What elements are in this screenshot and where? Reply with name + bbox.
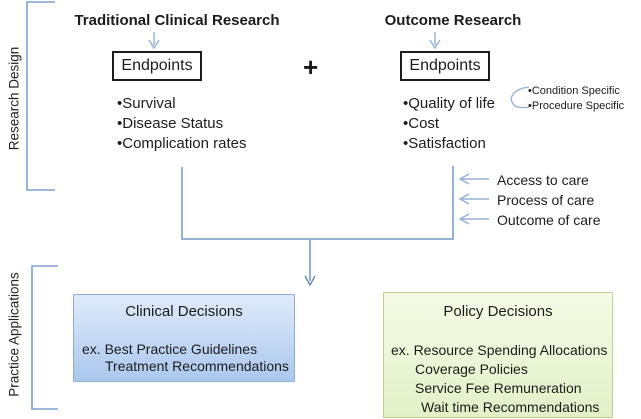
clinical-decisions-title: Clinical Decisions xyxy=(125,303,243,320)
procedure-specific-sub-bullet: •Procedure Specific xyxy=(528,100,625,112)
traditional-bullet-list: •Survival •Disease Status •Complication … xyxy=(117,94,246,154)
condition-specific-sub-bullet: •Condition Specific xyxy=(528,85,620,97)
outcome-of-care-label: Outcome of care xyxy=(497,212,601,228)
endpoints-label-traditional: Endpoints xyxy=(121,57,193,74)
collector-line xyxy=(181,166,454,240)
down-arrow-outcome-icon xyxy=(429,32,441,50)
list-item: •Cost xyxy=(403,115,440,132)
down-arrow-traditional-icon xyxy=(148,32,160,50)
endpoints-box-outcome: Endpoints xyxy=(400,51,490,81)
down-arrow-center-icon xyxy=(304,240,316,287)
list-item: •Disease Status xyxy=(117,115,224,132)
list-item: •Survival xyxy=(117,95,176,112)
endpoints-box-traditional: Endpoints xyxy=(112,51,202,81)
clinical-decisions-line: Treatment Recommendations xyxy=(105,358,289,374)
research-design-label: Research Design xyxy=(6,46,22,151)
practice-applications-label: Practice Applications xyxy=(6,272,22,397)
research-design-bracket xyxy=(26,1,55,191)
outcome-research-title: Outcome Research xyxy=(384,12,522,29)
outcome-bullet-list: •Quality of life •Cost •Satisfaction xyxy=(403,94,495,154)
list-item: •Satisfaction xyxy=(403,135,486,152)
list-item: •Quality of life xyxy=(403,95,495,112)
policy-decisions-title: Policy Decisions xyxy=(443,303,553,320)
access-to-care-label: Access to care xyxy=(497,172,589,188)
left-arrow-outcome-icon xyxy=(458,213,489,225)
clinical-decisions-box: Clinical Decisions ex. Best Practice Gui… xyxy=(73,294,295,382)
clinical-decisions-line: ex. Best Practice Guidelines xyxy=(82,341,258,357)
practice-applications-bracket xyxy=(31,265,58,410)
process-of-care-label: Process of care xyxy=(497,192,595,208)
plus-sign: + xyxy=(303,52,319,82)
policy-decisions-line: ex. Resource Spending Allocations xyxy=(391,342,608,358)
policy-decisions-line: Wait time Recommendations xyxy=(421,399,600,415)
policy-decisions-line: Coverage Policies xyxy=(415,361,528,377)
quality-of-life-brace-icon xyxy=(510,86,530,109)
policy-decisions-line: Service Fee Remuneration xyxy=(415,380,582,396)
list-item: •Complication rates xyxy=(117,135,247,152)
left-arrow-process-icon xyxy=(458,193,489,205)
traditional-research-title: Traditional Clinical Research xyxy=(74,12,280,29)
left-arrow-access-icon xyxy=(458,173,489,185)
endpoints-label-outcome: Endpoints xyxy=(409,57,481,74)
policy-decisions-box: Policy Decisions ex. Resource Spending A… xyxy=(383,292,613,418)
